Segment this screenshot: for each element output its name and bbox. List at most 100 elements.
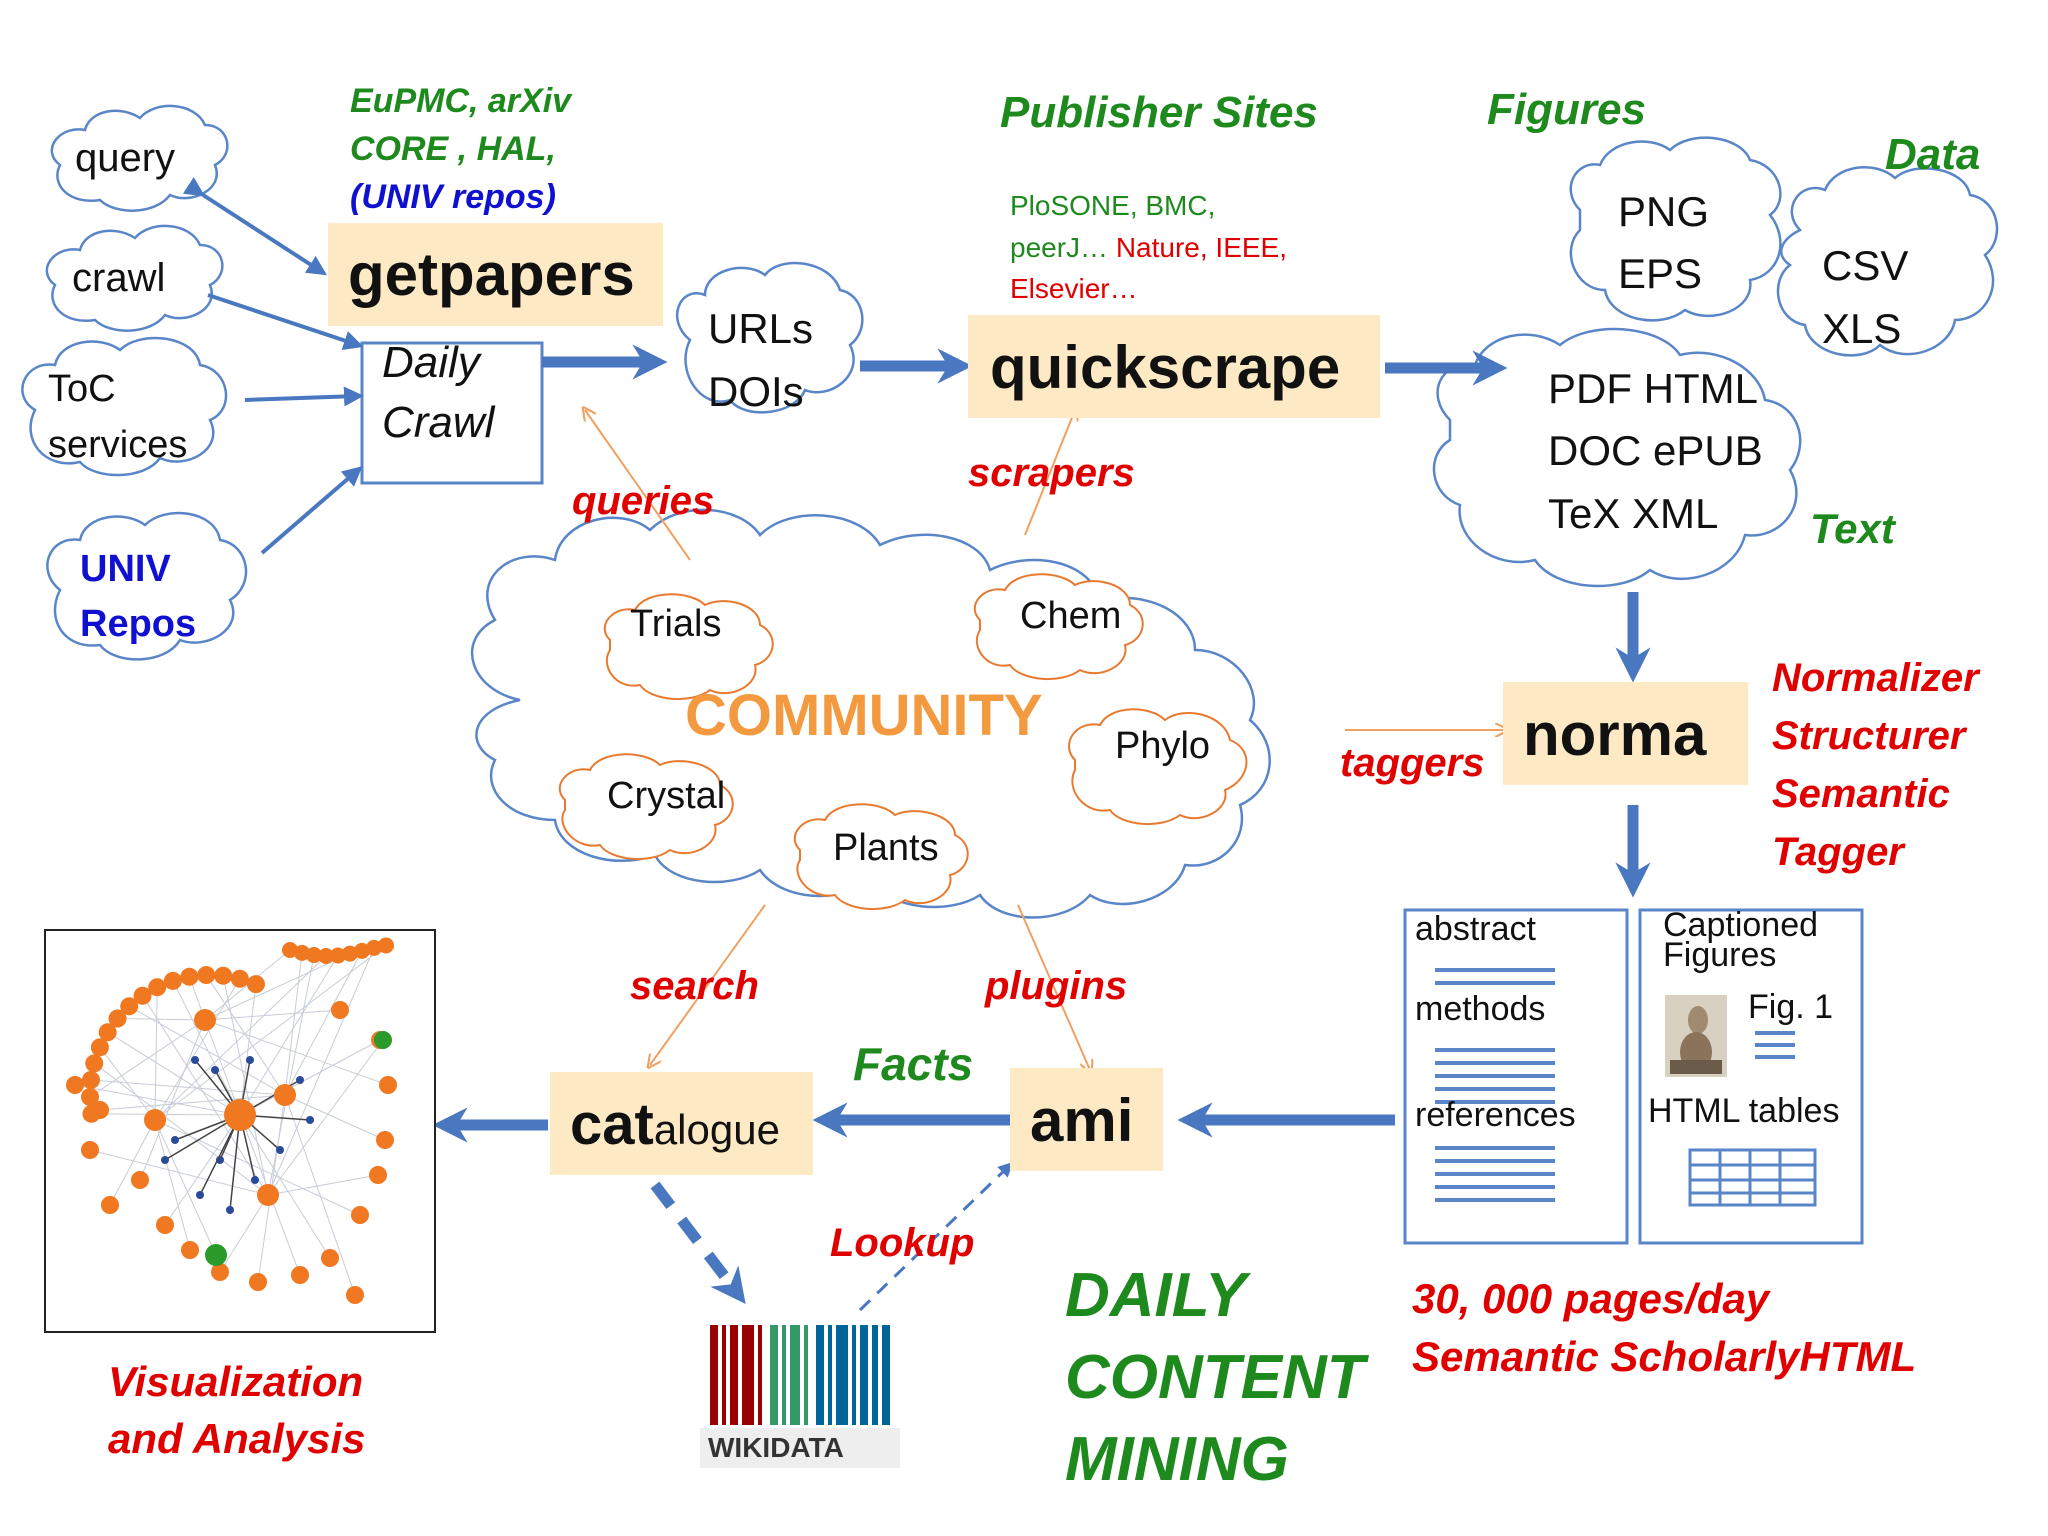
wikidata-ami-arrow [858,1161,1014,1312]
xls-label[interactable]: XLS [1822,305,1902,352]
dois-label[interactable]: DOIs [708,368,804,415]
toc-label[interactable]: ToC [48,368,116,410]
repos-note-3: (UNIV repos) [350,178,556,216]
data-cloud [1776,166,1999,357]
plants-cloud [793,803,969,911]
network-edge [267,954,315,1196]
quickscrape-label: quickscrape [990,334,1341,401]
network-hub [224,1099,256,1131]
getpapers-box[interactable] [328,223,663,326]
quickscrape-box[interactable] [968,315,1380,418]
wikidata-stripe [852,1325,856,1425]
network-node [226,1206,234,1214]
toc-cloud [21,336,228,477]
network-node [351,1206,369,1224]
publisher-line-2a: peerJ… [1010,232,1109,263]
publisher-line-2b: Nature, IEEE, [1115,232,1288,263]
network-edge [91,1113,241,1116]
figures-caption-label: Figures [1663,936,1777,974]
network-hub [274,1084,296,1106]
wikidata-stripe [828,1325,832,1425]
network-node [90,1038,109,1057]
network-edge [284,1094,356,1296]
references-label: references [1415,1096,1576,1134]
network-node [171,1136,179,1144]
network-node [330,947,346,964]
network-node [148,978,167,997]
univ-label[interactable]: UNIV [80,548,171,590]
wikidata-stripe [790,1325,800,1425]
daily-crawl-label-1[interactable]: Daily [382,338,480,387]
network-edge [99,1094,286,1111]
network-node [306,947,322,964]
wikidata-stripe [770,1325,778,1425]
query-label[interactable]: query [75,136,176,180]
wikidata-stripe [742,1325,754,1425]
urls-label[interactable]: URLs [708,305,814,352]
data-heading: Data [1885,130,1981,179]
network-node [205,1244,227,1266]
repos-note-1: EuPMC, arXiv [350,82,572,120]
network-node [282,942,298,958]
html-table-icon [1688,1148,1817,1207]
network-node [379,1076,397,1094]
univ-dailycrawl-arrow [260,466,363,555]
stats-line-2: Semantic ScholarlyHTML [1412,1333,1917,1380]
png-label[interactable]: PNG [1618,188,1710,235]
network-edge [99,1047,156,1121]
network-node [211,1066,219,1074]
toc-label-2[interactable]: services [48,424,188,466]
network-node [85,1054,104,1073]
crawl-label[interactable]: crawl [72,256,166,300]
query-getpapers-arrow [182,176,328,276]
text-formats-3[interactable]: TeX XML [1548,490,1719,537]
eps-label[interactable]: EPS [1618,250,1703,297]
fig1-label: Fig. 1 [1748,988,1834,1026]
community-title: COMMUNITY [685,683,1043,748]
daily-crawl-box [360,341,544,485]
ami-label: ami [1030,1087,1134,1154]
norma-label: norma [1523,701,1707,768]
network-edge [154,1119,191,1251]
network-edge [239,955,339,1116]
plants-label[interactable]: Plants [833,827,939,869]
wikidata-stripe [782,1325,786,1425]
network-node [131,1171,149,1189]
ami-box[interactable] [1010,1068,1163,1171]
catalogue-label-rest: alogue [653,1106,780,1153]
network-node [197,966,216,985]
network-edge [117,1018,206,1021]
univ-label-2[interactable]: Repos [80,603,197,645]
network-node [251,1176,259,1184]
viz-caption-2: and Analysis [108,1415,366,1462]
phylo-label[interactable]: Phylo [1115,725,1211,767]
daily-crawl-label-2[interactable]: Crawl [382,398,495,447]
network-node [378,937,394,954]
network-graph [66,937,397,1304]
catalogue-box[interactable] [550,1072,813,1175]
network-edge [142,995,269,1196]
trials-label[interactable]: Trials [630,603,722,645]
text-formats-2[interactable]: DOC ePUB [1548,427,1763,474]
search-arrow [650,904,766,1065]
network-edge [164,1114,241,1226]
text-formats-1[interactable]: PDF HTML [1548,365,1758,412]
crystal-label[interactable]: Crystal [607,775,726,817]
network-node [156,1216,174,1234]
norma-box[interactable] [1503,682,1748,785]
wikidata-label[interactable]: WIKIDATA [708,1432,844,1463]
norma-role-3: Semantic [1772,772,1950,816]
chem-label[interactable]: Chem [1020,595,1122,637]
csv-label[interactable]: CSV [1822,242,1909,289]
abstract-label: abstract [1415,910,1536,948]
phylo-cloud [1068,708,1248,826]
trials-cloud [603,593,774,701]
catalogue-label: catalogue [570,1092,780,1159]
network-edge [154,1119,217,1256]
figures-cloud [1569,136,1782,322]
network-edge [109,1119,156,1206]
getpapers-label: getpapers [348,241,635,308]
network-edge [139,1019,206,1181]
network-node [81,1141,99,1159]
network-node [133,986,152,1005]
